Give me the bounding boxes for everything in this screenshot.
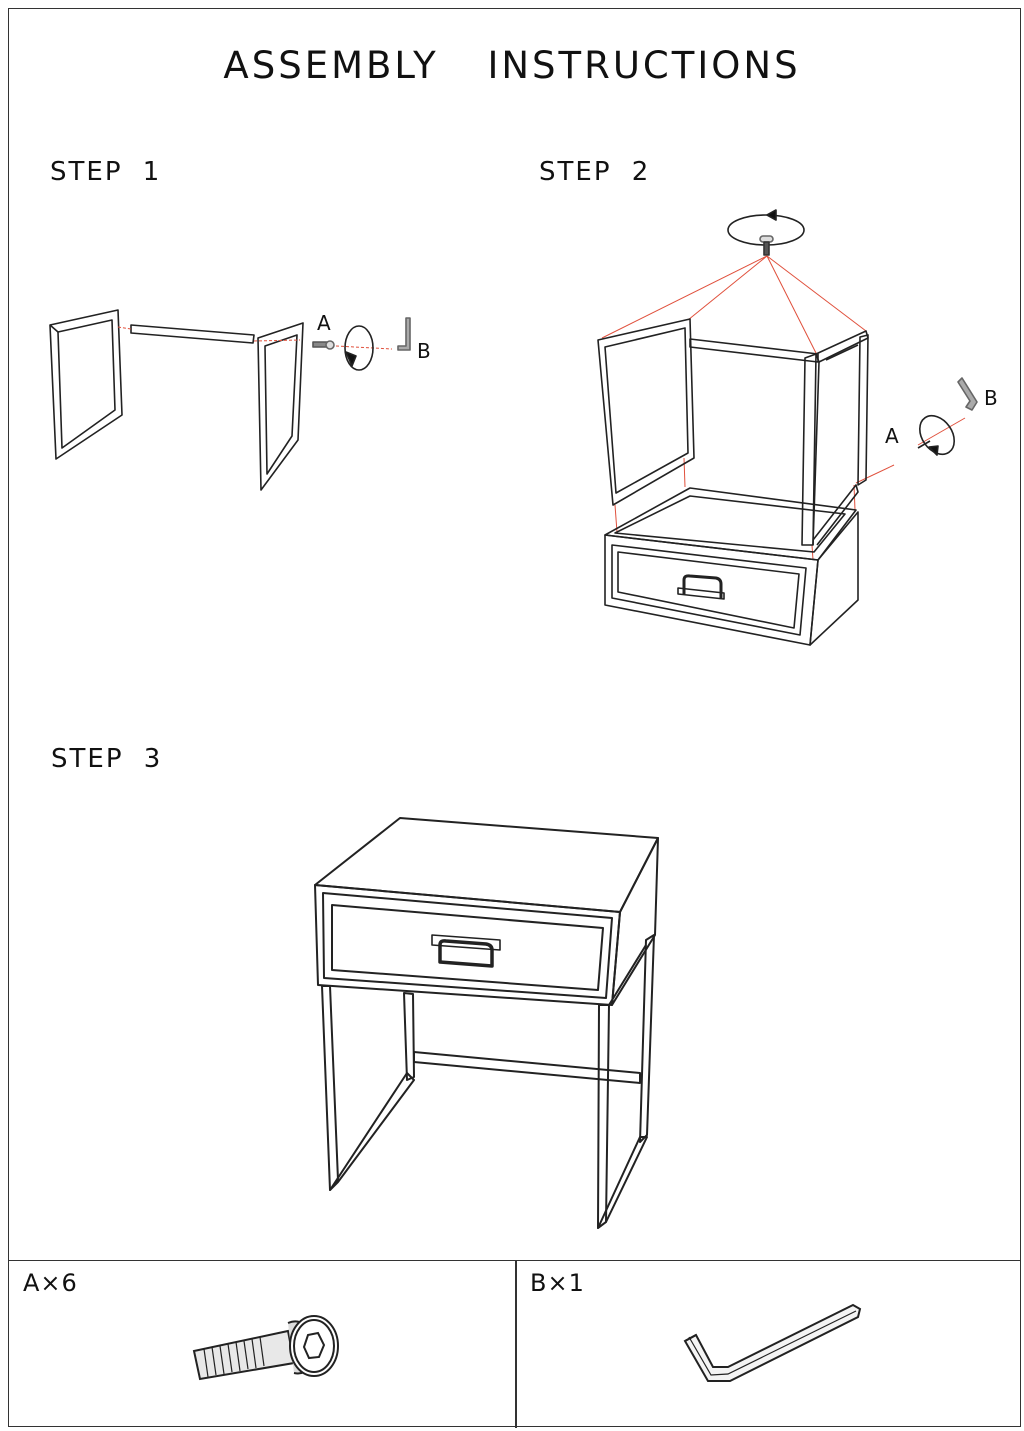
callout-a: A bbox=[885, 424, 899, 448]
drawer-handle-icon bbox=[677, 574, 725, 600]
callout-b: B bbox=[984, 386, 998, 410]
right-side-frame bbox=[257, 322, 304, 491]
parts-list: A×6 B×1 bbox=[8, 1260, 1021, 1428]
page-title: ASSEMBLY INSTRUCTIONS bbox=[223, 44, 801, 87]
drawer-front bbox=[331, 904, 604, 991]
guide-lines bbox=[601, 255, 966, 561]
table-legs bbox=[321, 934, 655, 1229]
left-side-frame bbox=[49, 309, 123, 460]
step-3-label: STEP 3 bbox=[51, 744, 163, 774]
parts-divider bbox=[515, 1261, 517, 1428]
drawer-base bbox=[604, 487, 859, 646]
parts-illustrations bbox=[192, 1303, 862, 1382]
step-1-label: STEP 1 bbox=[50, 157, 162, 187]
step-2-illustration: A B bbox=[597, 209, 998, 646]
bolt-a-icon bbox=[312, 340, 335, 350]
table-side bbox=[611, 837, 659, 1006]
hex-key-b-icon bbox=[957, 377, 978, 411]
bolt-a-icon bbox=[917, 440, 931, 449]
part-b-label: B×1 bbox=[530, 1269, 585, 1297]
assembled-frame bbox=[689, 330, 869, 546]
table-front bbox=[314, 884, 621, 1006]
rotate-arrow-icon bbox=[918, 414, 956, 456]
step-1-illustration: A B bbox=[49, 309, 431, 491]
hex-key-b-icon bbox=[397, 317, 411, 351]
callout-a: A bbox=[317, 311, 331, 335]
rotate-arrow-icon bbox=[344, 325, 374, 371]
page-border bbox=[8, 8, 1021, 1427]
part-a-label: A×6 bbox=[23, 1269, 78, 1297]
bolt-top-icon bbox=[759, 235, 774, 256]
guide-lines bbox=[117, 326, 393, 350]
left-side-frame bbox=[597, 318, 695, 506]
table-top bbox=[314, 817, 659, 913]
drawer-handle-icon bbox=[431, 934, 501, 968]
step-3-illustration bbox=[314, 817, 659, 1229]
step-2-label: STEP 2 bbox=[539, 157, 651, 187]
hex-key-icon bbox=[683, 1303, 862, 1382]
bolt-icon bbox=[192, 1315, 339, 1381]
stretcher-rail bbox=[130, 324, 255, 344]
callout-b: B bbox=[417, 339, 431, 363]
